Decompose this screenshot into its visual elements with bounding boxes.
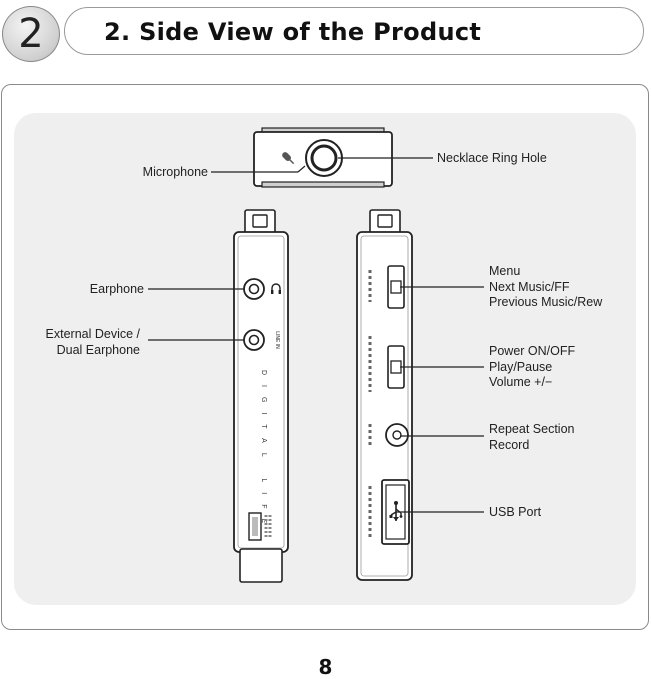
page-header: 2 2. Side View of the Product	[0, 0, 651, 68]
card-slot	[248, 512, 272, 541]
label-power: Power ON/OFF	[489, 344, 576, 358]
figure-panel	[14, 113, 636, 605]
headphone-icon	[271, 283, 281, 294]
microphone-icon	[282, 152, 295, 165]
label-next-music: Next Music/FF	[489, 279, 570, 294]
label-external-device-line1: External Device /	[45, 327, 140, 341]
label-power-group: Power ON/OFF Play/Pause Volume +/−	[489, 344, 575, 391]
device-right-side-view	[356, 209, 413, 581]
label-usb-port: USB Port	[489, 505, 542, 519]
title-pill	[64, 7, 644, 55]
label-earphone: Earphone	[89, 282, 144, 296]
digital-life-print: DIGITAL LIFE	[260, 370, 267, 533]
repeat-button	[368, 423, 409, 447]
label-microphone: Microphone	[142, 165, 208, 179]
label-volume: Volume +/−	[489, 375, 553, 389]
label-repeat-section: Repeat Section	[489, 422, 575, 436]
label-play-pause: Play/Pause	[489, 359, 553, 374]
label-previous-music: Previous Music/Rew	[489, 295, 603, 309]
label-menu: Menu	[489, 264, 521, 278]
label-necklace-ring-hole: Necklace Ring Hole	[437, 151, 547, 165]
label-repeat-group: Repeat Section Record	[489, 422, 574, 453]
line-in-print: LINE IN	[274, 331, 280, 349]
earphone-jack	[243, 278, 265, 300]
label-external-device-line2: Dual Earphone	[56, 342, 140, 357]
page-number: 8	[318, 655, 333, 679]
line-in-jack	[243, 329, 265, 351]
section-number-badge: 2	[2, 6, 60, 62]
leader-lines	[148, 157, 484, 513]
device-left-side-view: LINE IN DIGITAL LIFE	[233, 209, 289, 583]
label-menu-group: Menu Next Music/FF Previous Music/Rew	[489, 264, 602, 311]
label-record: Record	[489, 437, 530, 452]
page-title: 2. Side View of the Product	[104, 18, 482, 46]
label-external-device: External Device / Dual Earphone	[10, 327, 140, 358]
